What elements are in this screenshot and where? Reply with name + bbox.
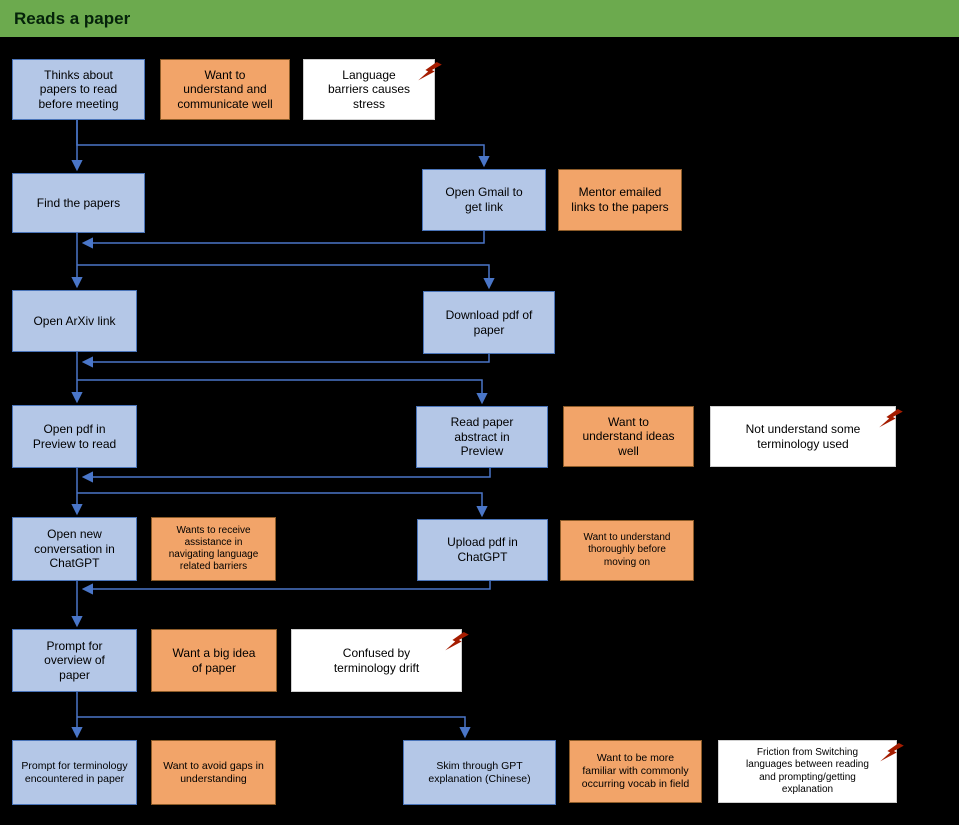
- node-download-pdf: Download pdf of paper: [423, 291, 555, 354]
- node-open-new-conversation: Open new conversation in ChatGPT: [12, 517, 137, 581]
- node-wants-assistance-language: Wants to receive assistance in navigatin…: [151, 517, 276, 581]
- node-language-barriers-stress: Language barriers causes stress: [303, 59, 442, 120]
- node-label: Wants to receive assistance in navigatin…: [168, 524, 259, 573]
- node-want-understand-ideas: Want to understand ideas well: [563, 406, 694, 467]
- node-confused-terminology-drift: Confused by terminology drift: [291, 629, 469, 692]
- node-open-gmail: Open Gmail to get link: [422, 169, 546, 231]
- node-label: Upload pdf in ChatGPT: [447, 535, 518, 564]
- node-label: Download pdf of paper: [445, 307, 533, 337]
- node-label: Not understand some terminology used: [745, 421, 861, 451]
- node-friction-switching-languages: Friction from Switching languages betwee…: [718, 740, 904, 803]
- node-open-arxiv-link: Open ArXiv link: [12, 290, 137, 352]
- node-want-understand-thoroughly: Want to understand thoroughly before mov…: [560, 520, 694, 581]
- node-label: Confused by terminology drift: [333, 645, 420, 675]
- node-label: Want to avoid gaps in understanding: [163, 759, 264, 785]
- node-want-familiar-vocab: Want to be more familiar with commonly o…: [569, 740, 702, 803]
- node-label: Want a big idea of paper: [172, 645, 256, 675]
- node-want-avoid-gaps: Want to avoid gaps in understanding: [151, 740, 276, 805]
- node-skim-gpt-explanation: Skim through GPT explanation (Chinese): [403, 740, 556, 805]
- node-upload-pdf-chatgpt: Upload pdf in ChatGPT: [417, 519, 548, 581]
- node-label: Mentor emailed links to the papers: [571, 185, 669, 214]
- node-label: Read paper abstract in Preview: [450, 415, 514, 459]
- lightning-icon: [879, 408, 903, 428]
- lightning-icon: [445, 631, 469, 651]
- node-not-understand-terminology: Not understand some terminology used: [710, 406, 903, 467]
- node-label: Prompt for overview of paper: [44, 638, 105, 682]
- node-thinks-about-papers: Thinks about papers to read before meeti…: [12, 59, 145, 120]
- node-want-understand-communicate: Want to understand and communicate well: [160, 59, 290, 120]
- node-label: Want to understand thoroughly before mov…: [583, 532, 671, 568]
- lightning-icon: [880, 742, 904, 762]
- node-label: Want to understand and communicate well: [177, 67, 273, 111]
- node-prompt-terminology: Prompt for terminology encountered in pa…: [12, 740, 137, 805]
- node-label: Open Gmail to get link: [445, 185, 523, 214]
- node-label: Prompt for terminology encountered in pa…: [21, 759, 128, 785]
- node-prompt-overview: Prompt for overview of paper: [12, 629, 137, 692]
- node-find-the-papers: Find the papers: [12, 173, 145, 233]
- node-label: Find the papers: [36, 195, 121, 210]
- node-label: Open pdf in Preview to read: [32, 421, 117, 451]
- node-mentor-emailed-links: Mentor emailed links to the papers: [558, 169, 682, 231]
- node-open-pdf-preview: Open pdf in Preview to read: [12, 405, 137, 468]
- node-label: Thinks about papers to read before meeti…: [38, 67, 119, 111]
- node-label: Want to understand ideas well: [582, 414, 675, 458]
- title-bar: Reads a paper: [0, 0, 959, 37]
- node-label: Language barriers causes stress: [327, 67, 411, 111]
- lightning-icon: [418, 61, 442, 81]
- node-want-big-idea: Want a big idea of paper: [151, 629, 277, 692]
- node-read-abstract-preview: Read paper abstract in Preview: [416, 406, 548, 468]
- node-label: Friction from Switching languages betwee…: [746, 747, 869, 795]
- node-label: Skim through GPT explanation (Chinese): [428, 759, 531, 785]
- node-label: Open ArXiv link: [33, 313, 116, 328]
- node-label: Open new conversation in ChatGPT: [34, 527, 115, 571]
- node-label: Want to be more familiar with commonly o…: [581, 752, 690, 790]
- page-title: Reads a paper: [14, 8, 131, 28]
